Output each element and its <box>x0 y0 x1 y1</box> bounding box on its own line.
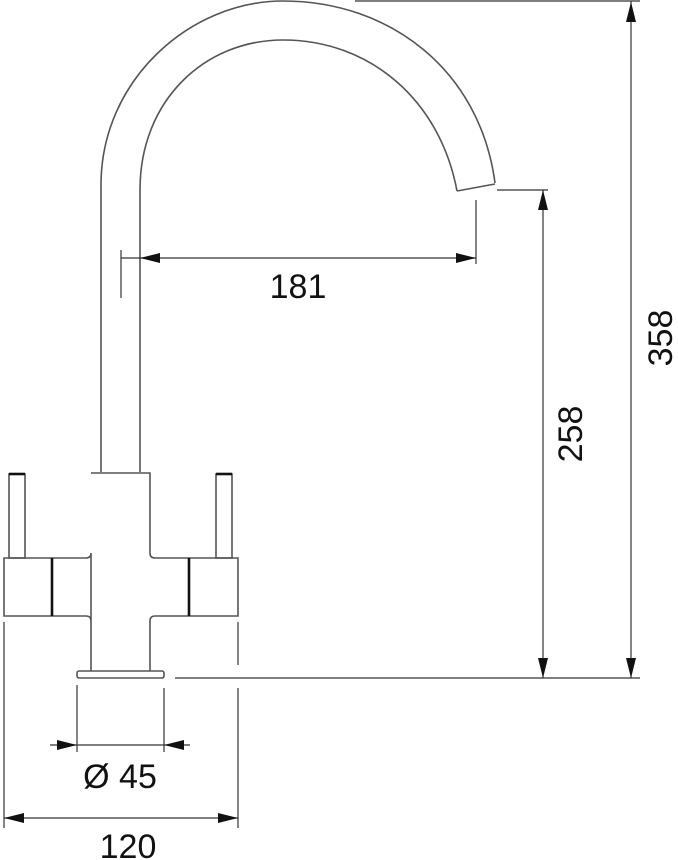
dimension-spout-height: 258 <box>175 189 640 679</box>
hole-diameter-label: Ø 45 <box>83 758 157 796</box>
dimension-spout-reach: 181 <box>120 200 477 306</box>
spout-reach-label: 181 <box>270 268 327 306</box>
dimension-base-width: 120 <box>3 622 239 860</box>
tap-body <box>3 472 239 679</box>
right-handle <box>215 473 233 559</box>
base-width-label: 120 <box>100 828 157 860</box>
base-plate <box>76 670 165 679</box>
left-handle <box>8 473 26 559</box>
spout <box>100 0 496 472</box>
spout-height-label: 258 <box>552 406 590 463</box>
dimension-total-height: 358 <box>355 0 678 678</box>
dimension-hole-diameter: Ø 45 <box>50 685 190 796</box>
total-height-label: 358 <box>642 310 678 367</box>
